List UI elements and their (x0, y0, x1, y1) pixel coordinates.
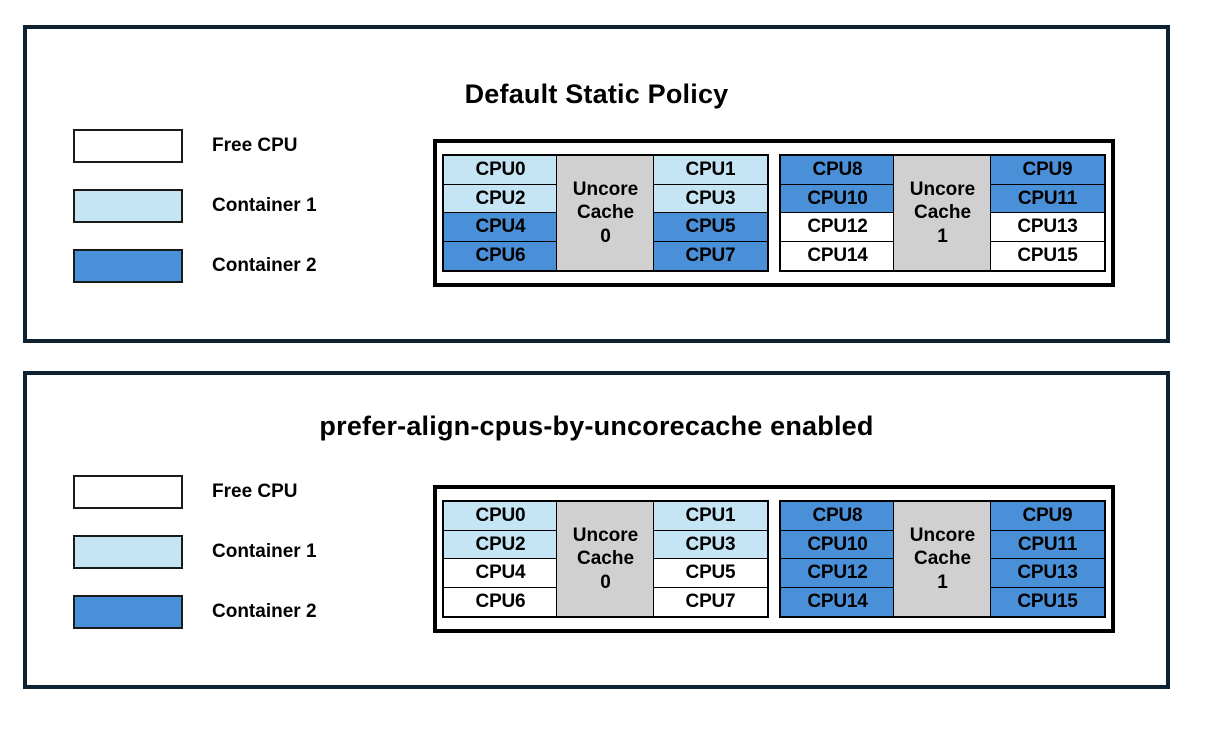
cpu-cell: CPU13 (990, 212, 1105, 243)
cpu-cell: CPU5 (653, 558, 768, 589)
uncore-cache-label-line2: Cache (576, 548, 635, 570)
legend-swatch-container-1 (73, 535, 183, 569)
panel-prefer-align-cpus-by-uncorecache: prefer-align-cpus-by-uncorecache enabled… (23, 371, 1170, 689)
legend-label-container-2: Container 2 (212, 601, 317, 622)
cpu-cell: CPU2 (443, 183, 558, 214)
legend-swatch-container-2 (73, 595, 183, 629)
cpu-cell: CPU6 (443, 240, 558, 271)
uncore-cache-index: 1 (937, 225, 948, 247)
legend-item-container-2: Container 2 (73, 595, 317, 629)
legend-label-container-2: Container 2 (212, 255, 317, 276)
cpu-cell: CPU10 (780, 529, 895, 560)
cpu-cell: CPU2 (443, 529, 558, 560)
cpu-cell: CPU3 (653, 183, 768, 214)
panel-default-static-policy: Default Static Policy Free CPU Container… (23, 25, 1170, 343)
legend-item-container-1: Container 1 (73, 189, 317, 223)
page-title-prefer-align-cpus-by-uncorecache: prefer-align-cpus-by-uncorecache enabled (319, 411, 874, 441)
cpu-cell: CPU11 (990, 183, 1105, 214)
uncore-cache-group-0: CPU0 CPU2 CPU4 CPU6 Uncore Cache 0 CPU1 … (442, 500, 769, 618)
uncore-cache-box-0: Uncore Cache 0 (556, 501, 655, 617)
legend-swatch-free-cpu (73, 475, 183, 509)
cpu-cell: CPU6 (443, 586, 558, 617)
cpu-column-right-cache-0: CPU1 CPU3 CPU5 CPU7 (653, 501, 768, 617)
legend-item-free-cpu: Free CPU (73, 129, 317, 163)
legend-swatch-free-cpu (73, 129, 183, 163)
uncore-cache-box-1: Uncore Cache 1 (893, 155, 992, 271)
cpu-cell: CPU3 (653, 529, 768, 560)
cpu-cell: CPU14 (780, 586, 895, 617)
uncore-cache-index: 0 (600, 571, 611, 593)
legend-swatch-container-2 (73, 249, 183, 283)
cpu-cell: CPU12 (780, 212, 895, 243)
cpu-cell: CPU9 (990, 155, 1105, 186)
cpu-topology-diagram-bottom: CPU0 CPU2 CPU4 CPU6 Uncore Cache 0 CPU1 … (433, 485, 1115, 633)
legend-label-container-1: Container 1 (212, 541, 317, 562)
cpu-cell: CPU11 (990, 529, 1105, 560)
uncore-cache-index: 1 (937, 571, 948, 593)
uncore-cache-label-line1: Uncore (909, 179, 976, 201)
page-title-default-static-policy: Default Static Policy (464, 79, 729, 109)
uncore-cache-box-0: Uncore Cache 0 (556, 155, 655, 271)
uncore-cache-index: 0 (600, 225, 611, 247)
uncore-cache-box-1: Uncore Cache 1 (893, 501, 992, 617)
cpu-column-left-cache-1: CPU8 CPU10 CPU12 CPU14 (780, 501, 895, 617)
uncore-cache-label-line2: Cache (913, 548, 972, 570)
uncore-cache-label-line2: Cache (576, 202, 635, 224)
cpu-column-left-cache-1: CPU8 CPU10 CPU12 CPU14 (780, 155, 895, 271)
cpu-topology-diagram-top: CPU0 CPU2 CPU4 CPU6 Uncore Cache 0 CPU1 … (433, 139, 1115, 287)
cpu-cell: CPU1 (653, 155, 768, 186)
cpu-cell: CPU10 (780, 183, 895, 214)
cpu-cell: CPU5 (653, 212, 768, 243)
legend-label-container-1: Container 1 (212, 195, 317, 216)
cpu-cell: CPU12 (780, 558, 895, 589)
cpu-cell: CPU4 (443, 558, 558, 589)
cpu-cell: CPU15 (990, 240, 1105, 271)
cpu-column-right-cache-1: CPU9 CPU11 CPU13 CPU15 (990, 155, 1105, 271)
cpu-cell: CPU7 (653, 586, 768, 617)
cpu-cell: CPU4 (443, 212, 558, 243)
cpu-cell: CPU0 (443, 155, 558, 186)
cpu-cell: CPU1 (653, 501, 768, 532)
cpu-cell: CPU7 (653, 240, 768, 271)
legend-label-free-cpu: Free CPU (212, 135, 298, 156)
uncore-cache-label-line1: Uncore (572, 525, 639, 547)
cpu-cell: CPU8 (780, 155, 895, 186)
legend-item-free-cpu: Free CPU (73, 475, 317, 509)
legend-swatch-container-1 (73, 189, 183, 223)
cpu-cell: CPU13 (990, 558, 1105, 589)
uncore-cache-group-1: CPU8 CPU10 CPU12 CPU14 Uncore Cache 1 CP… (779, 500, 1106, 618)
cpu-cell: CPU8 (780, 501, 895, 532)
uncore-cache-group-0: CPU0 CPU2 CPU4 CPU6 Uncore Cache 0 CPU1 … (442, 154, 769, 272)
cpu-cell: CPU14 (780, 240, 895, 271)
cpu-column-left-cache-0: CPU0 CPU2 CPU4 CPU6 (443, 501, 558, 617)
cpu-column-right-cache-1: CPU9 CPU11 CPU13 CPU15 (990, 501, 1105, 617)
legend-item-container-2: Container 2 (73, 249, 317, 283)
cpu-cell: CPU0 (443, 501, 558, 532)
uncore-cache-label-line1: Uncore (572, 179, 639, 201)
cpu-column-left-cache-0: CPU0 CPU2 CPU4 CPU6 (443, 155, 558, 271)
uncore-cache-label-line1: Uncore (909, 525, 976, 547)
legend-bottom: Free CPU Container 1 Container 2 (73, 475, 317, 629)
legend-item-container-1: Container 1 (73, 535, 317, 569)
cpu-column-right-cache-0: CPU1 CPU3 CPU5 CPU7 (653, 155, 768, 271)
uncore-cache-label-line2: Cache (913, 202, 972, 224)
uncore-cache-group-1: CPU8 CPU10 CPU12 CPU14 Uncore Cache 1 CP… (779, 154, 1106, 272)
legend-top: Free CPU Container 1 Container 2 (73, 129, 317, 283)
cpu-cell: CPU15 (990, 586, 1105, 617)
cpu-cell: CPU9 (990, 501, 1105, 532)
legend-label-free-cpu: Free CPU (212, 481, 298, 502)
